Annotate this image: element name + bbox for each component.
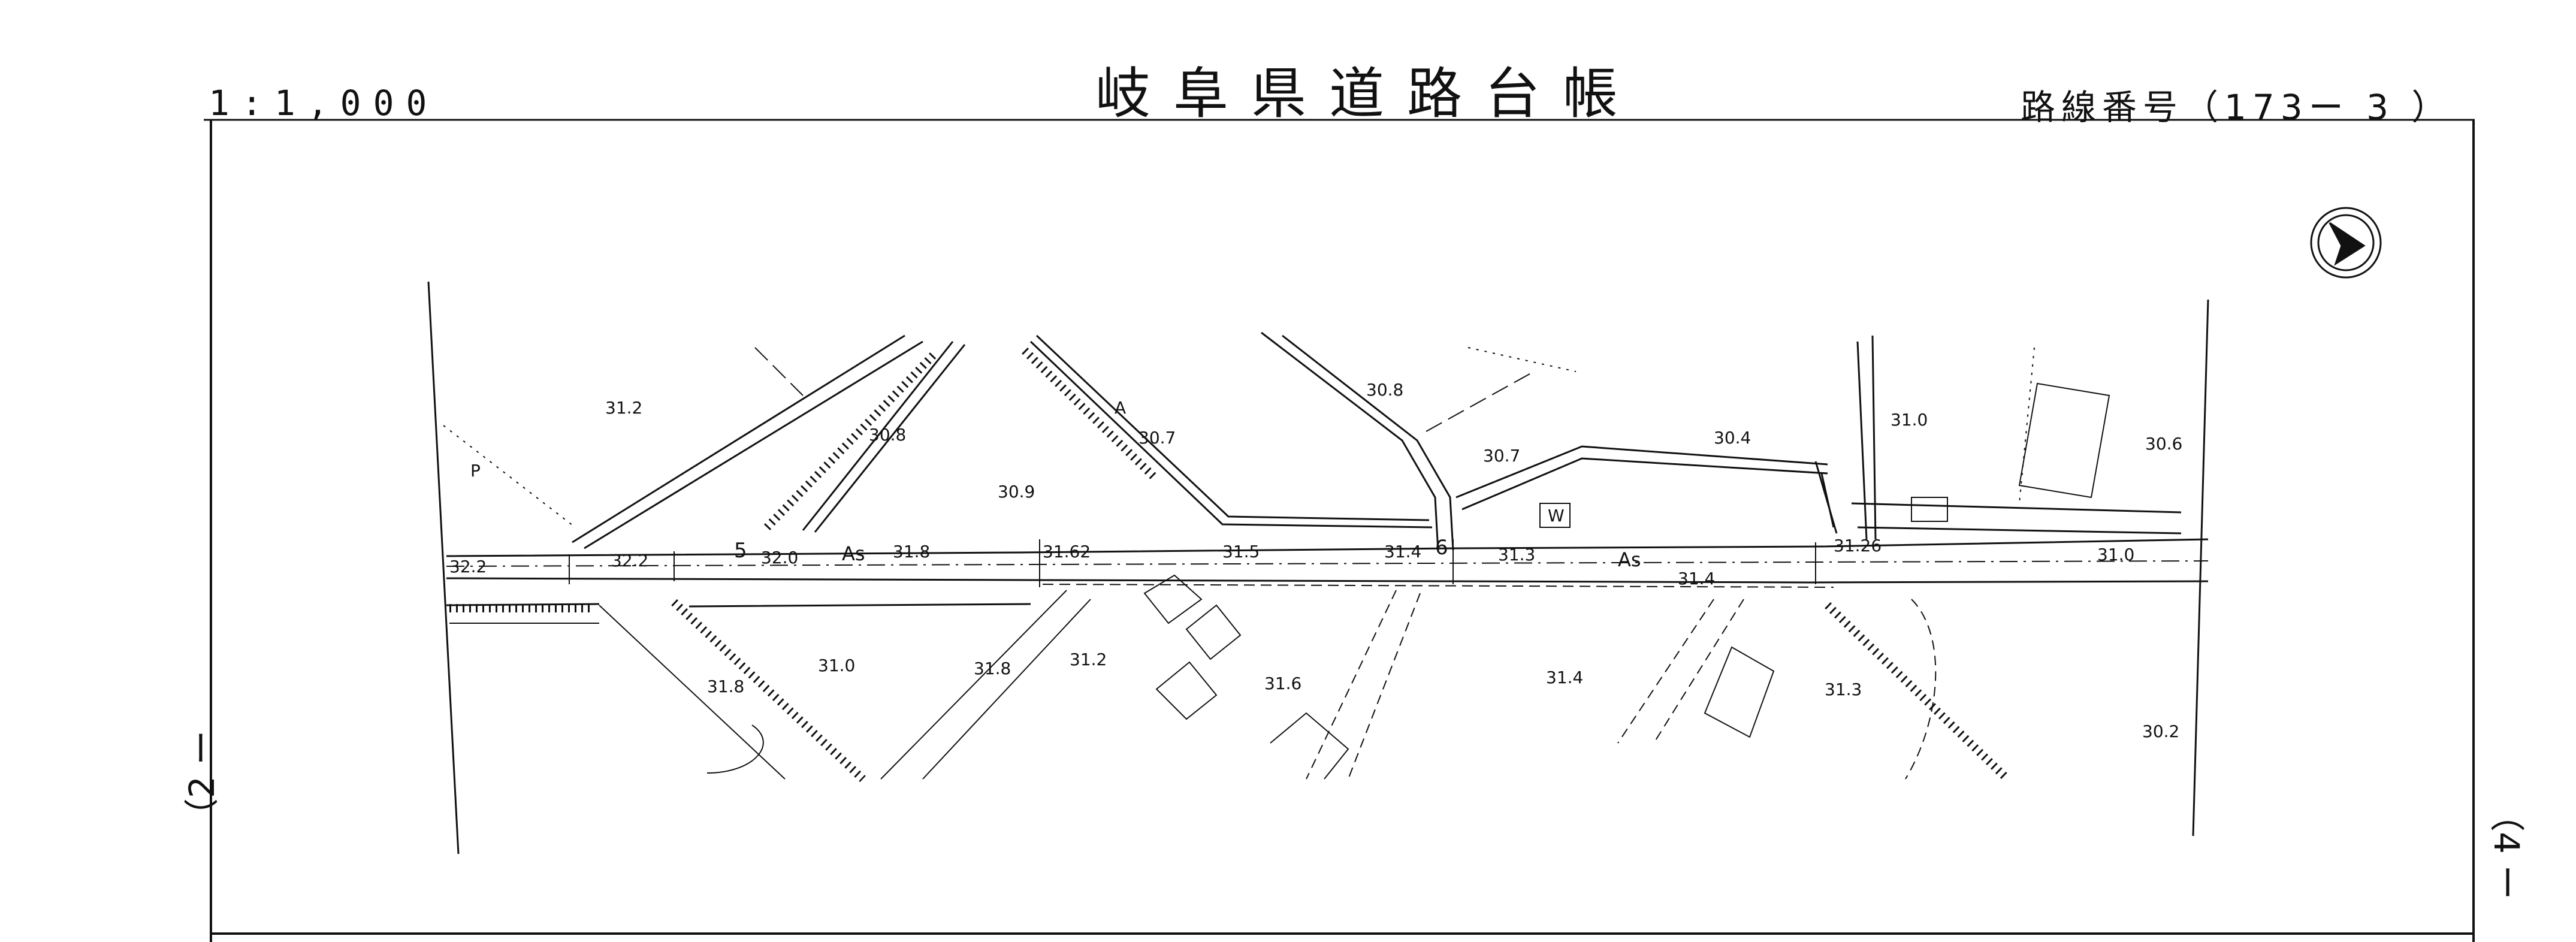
elev-label: 31.0 (818, 656, 855, 675)
elev-label: 32.0 (761, 548, 798, 567)
elev-label: 31.0 (1891, 410, 1928, 430)
page-title: 岐阜県道路台帳 (1095, 62, 1641, 126)
elev-label: 31.6 (1264, 674, 1301, 693)
road-main (446, 538, 2209, 624)
elev-label: 30.8 (1366, 380, 1403, 400)
elev-label: 30.7 (1483, 446, 1520, 466)
map-frame (210, 120, 2475, 942)
elev-label: 31.4 (1546, 668, 1583, 687)
symbol-p: P (470, 461, 481, 481)
elev-label: 30.6 (2145, 434, 2182, 454)
elev-label: 31.4 (1678, 569, 1715, 588)
elev-label: 31.8 (707, 677, 744, 696)
elev-label: 30.9 (998, 482, 1035, 502)
elev-label: 31.0 (2097, 545, 2134, 564)
elev-label: 31.3 (1825, 680, 1862, 699)
elev-label: 31.8 (893, 542, 930, 561)
elev-label: 31.3 (1498, 545, 1535, 564)
elev-label: 31.26 (1834, 536, 1882, 555)
elev-label: 31.4 (1384, 542, 1421, 561)
elev-label: 31.8 (974, 659, 1011, 678)
branch-roads (572, 331, 2182, 552)
elev-label: 32.2 (449, 557, 487, 576)
north-arrow-icon (2310, 207, 2382, 279)
section-mark: 6 (1435, 536, 1448, 560)
surface-label: As (1618, 548, 1641, 571)
elev-label: 31.5 (1222, 542, 1260, 561)
survey-limit-left (427, 281, 460, 855)
survey-limit-right (2192, 299, 2209, 837)
elev-label: 30.7 (1138, 428, 1176, 448)
elev-label: 32.2 (611, 551, 648, 570)
symbol-w: W (1548, 506, 1565, 526)
elev-label: 31.2 (1070, 650, 1107, 669)
elev-label: 31.62 (1043, 542, 1091, 561)
route-number: 路線番号（173ー 3 ） (2021, 87, 2453, 128)
map-labels: 31.2 30.8 30.9 30.7 30.8 30.7 30.4 31.0 … (449, 380, 2182, 741)
section-mark: 5 (734, 539, 747, 563)
map-scale: 1:1,000 (209, 83, 439, 123)
symbol-a: A (1115, 398, 1126, 418)
elev-label: 30.4 (1714, 428, 1751, 448)
surface-label: As (842, 542, 865, 565)
elev-label: 30.8 (869, 425, 906, 445)
elev-label: 31.2 (605, 398, 642, 418)
elev-label: 30.2 (2142, 721, 2179, 741)
parcels (443, 347, 2110, 780)
road-markings (569, 539, 1816, 587)
embankments (449, 347, 2010, 783)
